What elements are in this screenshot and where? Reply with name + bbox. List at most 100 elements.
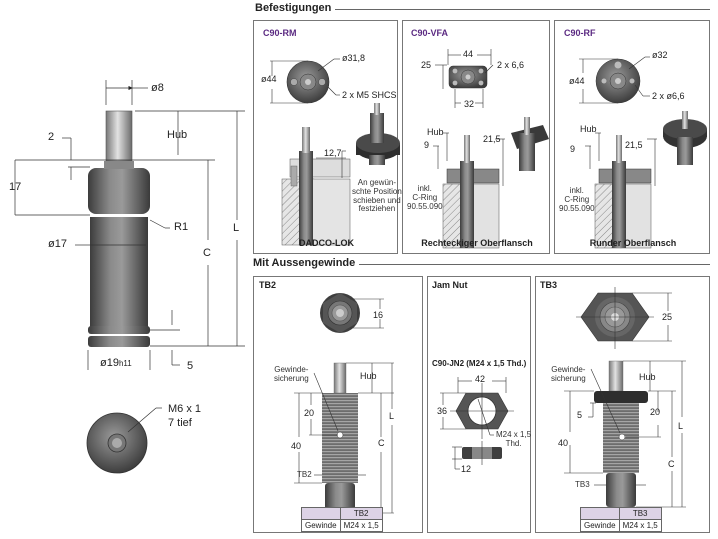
tb3-marker: TB3: [575, 480, 590, 489]
panel-code: TB3: [540, 280, 558, 290]
dim-40: 40: [291, 441, 302, 451]
table-header-row: TB3: [580, 507, 662, 520]
dim-offset: 21,5: [483, 134, 501, 144]
dim-40: 40: [558, 438, 569, 448]
dim-offset: 21,5: [625, 140, 643, 150]
note-line: sicherung: [551, 373, 586, 383]
dim-stroke: Hub: [580, 124, 597, 134]
table-cell: [301, 507, 341, 520]
part-number: C90-JN2 (M24 x 1,5 Thd.): [432, 359, 527, 368]
dim-bolt-circle: ø31,8: [342, 53, 366, 63]
dim-flange: 9: [570, 144, 576, 154]
section-title-mounting: Befestigungen: [255, 2, 336, 14]
panel-c90-vfa: C90-VFA 44 25 2 x 6,6 32 H: [402, 20, 550, 254]
body-diameter-label: ø17: [48, 238, 67, 250]
dim-height: 12,7: [324, 148, 342, 158]
panel-code: Jam Nut: [432, 280, 468, 290]
table-cell: M24 x 1,5: [339, 519, 383, 532]
dim-outer: ø44: [569, 76, 585, 86]
note-line: schieben und: [353, 195, 401, 205]
c-ring-note: inkl. C-Ring 90.55.090: [407, 184, 443, 211]
dim-c: C: [378, 438, 385, 448]
note-line: C-Ring: [412, 192, 438, 202]
thread-label: M6 x 1: [168, 403, 202, 415]
c90-rf-drawing: [579, 56, 707, 249]
note-line: inkl.: [417, 184, 432, 193]
dim-thickness: 12: [461, 464, 472, 474]
dim-outer: ø44: [261, 74, 277, 84]
panel-c90-rf: C90-RF ø44 ø32 2 x ø6,6 Hub 9 21,5: [554, 20, 710, 254]
note-line: M24 x 1,5: [496, 430, 532, 439]
c90-vfa-drawing: [433, 49, 549, 249]
thread-lock-label: Gewinde- sicherung: [274, 365, 309, 384]
note-line: An gewün-: [357, 178, 397, 187]
panel-code: TB2: [259, 280, 277, 290]
thread-spec-table: TB3 Gewinde M24 x 1,5: [580, 507, 662, 532]
table-row: Gewinde M24 x 1,5: [580, 519, 662, 532]
dim-stroke: Hub: [427, 127, 444, 137]
section-title-external-thread: Mit Aussengewinde: [253, 257, 360, 269]
dim-width: 44: [463, 49, 474, 59]
panel-code: C90-RF: [564, 28, 596, 38]
c-ring-note: inkl. C-Ring 90.55.090: [559, 186, 595, 213]
table-cell: [580, 507, 620, 520]
main-drawing: ø8 Hub 2 17 R1 ø17 C L ø19h11 5: [0, 60, 250, 390]
jam-nut-drawing: [440, 377, 514, 470]
note-line: 90.55.090: [559, 203, 595, 213]
base-diameter-value: ø19: [100, 357, 119, 369]
dim-top: 25: [662, 312, 673, 322]
panel-tb2: TB2 16 Gewinde- sicherung H: [253, 276, 423, 533]
note-line: Gewinde-: [551, 365, 586, 374]
note-line: C-Ring: [564, 194, 590, 204]
dim-l: L: [389, 411, 395, 421]
note-line: Gewinde-: [274, 365, 309, 374]
dim-top: 16: [373, 310, 384, 320]
bottom-view-disc: [86, 407, 162, 474]
table-row: Gewinde M24 x 1,5: [301, 519, 383, 532]
thread-spec: M24 x 1,5 Thd.: [496, 430, 532, 449]
dim-flange: 9: [424, 140, 430, 150]
dim-l: L: [678, 421, 684, 431]
thread-lock-label: Gewinde- sicherung: [551, 365, 586, 384]
dim-stroke: Hub: [639, 372, 656, 382]
tb3-drawing: [564, 287, 686, 508]
length-c-label: C: [203, 247, 211, 259]
dim-20: 20: [304, 408, 315, 418]
note-line: Thd.: [505, 438, 522, 448]
dim-height: 25: [421, 60, 432, 70]
note-line: sicherung: [274, 373, 309, 383]
panel-caption: DADCO-LOK: [299, 238, 354, 248]
main-cylinder-drawing: [14, 80, 245, 370]
tb2-drawing: [294, 293, 394, 514]
panel-code: C90-VFA: [411, 28, 449, 38]
panel-code: C90-RM: [263, 28, 297, 38]
table-cell: M24 x 1,5: [618, 519, 662, 532]
stroke-label: Hub: [167, 129, 188, 141]
section-rule-external-thread: [350, 264, 710, 265]
dim-5: 5: [577, 410, 583, 420]
dim-5-label: 5: [187, 360, 194, 372]
panel-jam-nut: Jam Nut C90-JN2 (M24 x 1,5 Thd.) 42 36 M…: [427, 276, 531, 533]
dim-2-label: 2: [48, 131, 55, 143]
note-line: festziehen: [358, 204, 396, 214]
dim-height: 36: [437, 406, 448, 416]
tb2-marker: TB2: [297, 470, 312, 479]
dim-holes: 2 x 6,6: [497, 60, 525, 70]
adjust-note: An gewün- schte Position schieben und fe…: [352, 178, 402, 214]
note-line: schte Position: [352, 186, 402, 196]
note-line: inkl.: [569, 186, 584, 195]
section-rule-mounting: [330, 9, 710, 10]
radius-label: R1: [174, 221, 189, 233]
depth-label: 7 tief: [168, 417, 192, 429]
dim-20: 20: [650, 407, 661, 417]
rod-diameter-label: ø8: [151, 82, 164, 94]
panel-tb3: TB3 25 Gew: [535, 276, 710, 533]
panel-c90-rm: C90-RM ø44 ø31,8 2 x M5 SHCS: [253, 20, 402, 254]
base-tolerance: h11: [118, 359, 132, 368]
table-cell: TB2: [339, 507, 383, 520]
dim-c: C: [668, 459, 675, 469]
table-cell: Gewinde: [580, 519, 620, 532]
table-cell: TB3: [618, 507, 662, 520]
dim-bolt-circle: ø32: [652, 50, 668, 60]
note-line: 90.55.090: [407, 201, 443, 211]
